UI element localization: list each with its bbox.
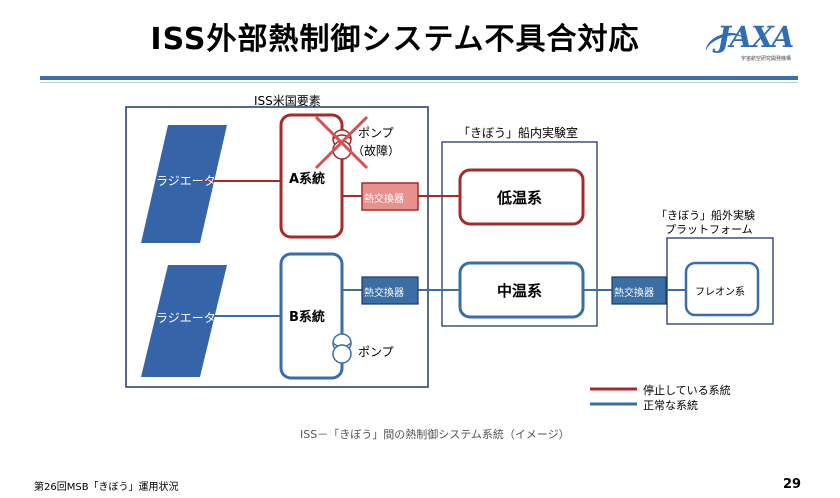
pump-a-icon-arc (332, 134, 352, 140)
low-temp-loop-box (458, 168, 585, 226)
iss-us-segment-frame (125, 106, 429, 388)
low-temp-label: 低温系 (497, 189, 543, 207)
mid-temp-label: 中温系 (497, 282, 543, 300)
loop-a-box (279, 113, 344, 239)
diagram-caption: ISS－「きぼう」間の熱制御システム系統（イメージ） (300, 428, 570, 441)
jem-ef-label-1: 「きぼう」船外実験 (656, 209, 755, 222)
jem-pm-label: 「きぼう」船内実験室 (458, 126, 579, 140)
logo-letters: JAXA (717, 20, 794, 54)
hx-b-box (361, 276, 419, 305)
footer-text: 第26回MSB「きぼう」運用状況 (34, 482, 179, 493)
legend-normal-label: 正常な系統 (643, 399, 698, 412)
mid-temp-loop-box (458, 261, 585, 319)
slide-title: ISS外部熱制御システム不具合対応 (150, 22, 640, 57)
radiator-b (141, 265, 227, 377)
hx-a-label: 熱交換器 (364, 194, 404, 205)
pump-a-status: （故障） (352, 144, 401, 158)
hx-b-label: 熱交換器 (364, 288, 404, 299)
loop-b-box (279, 252, 344, 380)
pump-a-label: ポンプ (358, 126, 394, 140)
loop-a-label: A系統 (289, 172, 326, 187)
jem-ef-frame (666, 237, 774, 325)
jem-ef-label-2: プラットフォーム (665, 223, 753, 236)
hx-c-label: 熱交換器 (614, 288, 654, 299)
pump-b-icon-lower (332, 344, 352, 364)
freon-loop-box (684, 261, 760, 317)
pump-b-label: ポンプ (358, 345, 394, 359)
hx-c-box (611, 276, 667, 305)
loop-b-label: B系統 (289, 310, 325, 325)
legend-stopped-label: 停止している系統 (643, 384, 731, 397)
page-number: 29 (783, 477, 802, 492)
logo-subtitle: 宇宙航空研究開発機構 (741, 56, 792, 62)
iss-segment-label: ISS米国要素 (254, 94, 321, 108)
freon-label: フレオン系 (695, 287, 745, 298)
title-divider-thin (40, 82, 798, 83)
jaxa-logo: JAXA 宇宙航空研究開発機構 (701, 16, 815, 72)
fail-cross-icon-2 (314, 115, 369, 170)
hx-a-box (361, 182, 419, 211)
radiator-a-label: ラジエータ (156, 174, 216, 188)
jem-pm-frame (441, 141, 598, 327)
title-divider (40, 76, 798, 80)
radiator-a (141, 125, 227, 243)
radiator-b-label: ラジエータ (156, 311, 216, 325)
